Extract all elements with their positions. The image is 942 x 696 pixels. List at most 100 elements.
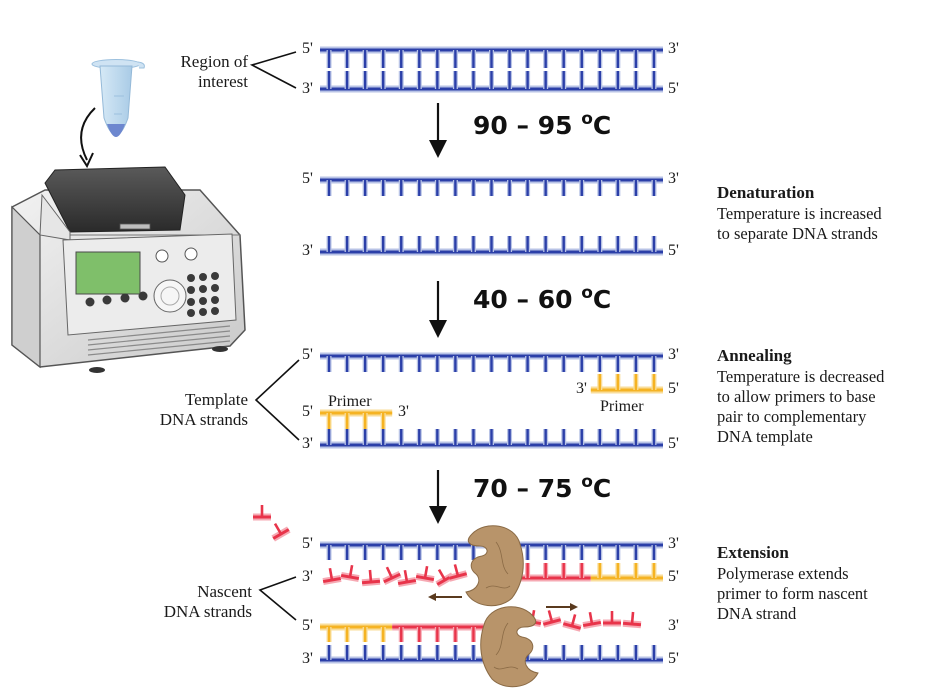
three-prime-label: 3' (668, 346, 679, 363)
nucleotide-base (453, 564, 460, 577)
nucleotide-base (403, 569, 409, 583)
dna-denatured-strands (320, 176, 663, 256)
down-arrow-icon (429, 470, 447, 524)
step-arrows (429, 103, 447, 524)
three-prime-label: 3' (302, 242, 313, 259)
label-line: DNA strands (163, 602, 252, 621)
three-prime-label: 3' (576, 380, 587, 397)
label-line: Region of (180, 52, 248, 71)
polymerase-texture (485, 585, 511, 589)
label-line: Template (184, 390, 248, 409)
three-prime-label: 3' (668, 40, 679, 57)
step-line: to separate DNA strands (717, 224, 878, 243)
temp-range: 40 – 60 (473, 285, 582, 314)
three-prime-label: 3' (668, 170, 679, 187)
temperature-denaturation: 90 – 95 oC (473, 109, 612, 140)
step-line: Temperature is decreased (717, 367, 885, 386)
five-prime-label: 5' (668, 242, 679, 259)
nucleotide (622, 611, 642, 629)
nucleotide-base (423, 565, 429, 579)
nucleotide-base (348, 564, 354, 578)
five-prime-label: 5' (302, 535, 313, 552)
nucleotide (271, 522, 291, 542)
nucleotide-base (328, 567, 334, 581)
nucleotide-base (547, 610, 554, 623)
left-direction-arrow-icon (428, 593, 462, 601)
five-prime-label: 5' (668, 435, 679, 452)
right-direction-arrow-icon (546, 603, 578, 611)
nucleotide-base (588, 611, 594, 625)
degree-symbol: o (581, 472, 593, 492)
step-title: Denaturation (717, 183, 815, 202)
nucleotide-base (385, 566, 394, 579)
nucleotide-base (437, 568, 447, 581)
three-prime-label: 3' (668, 617, 679, 634)
step-title: Extension (717, 543, 789, 562)
nucleotide (382, 566, 402, 585)
nucleotide (361, 569, 381, 587)
polymerase-texture (493, 666, 519, 670)
temperature-extension: 70 – 75 oC (473, 472, 612, 503)
step-extension: Extension Polymerase extends primer to f… (717, 542, 868, 624)
nucleotide (415, 565, 435, 584)
label-line: interest (197, 72, 248, 91)
three-prime-label: 3' (302, 650, 313, 667)
label-line: DNA strands (159, 410, 248, 429)
temp-range: 70 – 75 (473, 474, 582, 503)
temp-unit: C (592, 474, 612, 503)
nucleotide (397, 569, 417, 588)
nucleotide (253, 505, 271, 521)
primer-label-right: Primer (600, 398, 644, 415)
five-prime-label: 5' (302, 40, 313, 57)
region-of-interest-label: Region of interest (160, 52, 248, 92)
nucleotide-base (630, 611, 635, 625)
direction-arrows (428, 593, 578, 611)
nucleotide (542, 610, 562, 628)
nascent-strands-label: Nascent DNA strands (140, 582, 252, 622)
step-title: Annealing (717, 346, 792, 365)
step-line: Polymerase extends (717, 564, 849, 583)
polymerase-texture (495, 541, 509, 575)
nucleotide (582, 611, 602, 630)
three-prime-label: 3' (302, 568, 313, 585)
temp-unit: C (592, 111, 612, 140)
degree-symbol: o (581, 283, 593, 303)
three-prime-label: 3' (302, 80, 313, 97)
five-prime-label: 5' (302, 170, 313, 187)
temp-unit: C (592, 285, 612, 314)
label-line: Nascent (197, 582, 252, 601)
nucleotide-base (570, 614, 577, 627)
nucleotide (603, 611, 621, 627)
dna-polymerase-icon (465, 525, 524, 607)
step-line: DNA strand (717, 604, 797, 623)
nucleotide-sugar (340, 573, 360, 581)
step-annealing: Annealing Temperature is decreased to al… (717, 345, 884, 447)
nucleotide (340, 564, 360, 583)
five-prime-label: 5' (668, 568, 679, 585)
nucleotide-base (273, 522, 283, 535)
step-line: primer to form nascent (717, 584, 868, 603)
nucleotide-sugar (415, 574, 435, 582)
polymerase-body (480, 606, 539, 688)
five-prime-label: 5' (668, 650, 679, 667)
step-line: Temperature is increased (717, 204, 882, 223)
polymerase-layer (465, 525, 539, 688)
five-prime-label: 5' (302, 403, 313, 420)
nucleotide-base (368, 569, 373, 583)
polymerase-body (465, 525, 524, 607)
curved-arrow-icon (79, 107, 96, 169)
template-strands-label: Template DNA strands (140, 390, 248, 430)
microcentrifuge-tube-icon (91, 59, 145, 137)
primer-label-left: Primer (328, 393, 372, 410)
five-prime-label: 5' (302, 346, 313, 363)
nucleotide (448, 564, 468, 582)
temperature-annealing: 40 – 60 oC (473, 283, 612, 314)
degree-symbol: o (581, 109, 593, 129)
dna-double-strand (320, 46, 663, 93)
bracket-lines (249, 51, 300, 621)
step-line: DNA template (717, 427, 813, 446)
five-prime-label: 5' (668, 380, 679, 397)
three-prime-label: 3' (302, 435, 313, 452)
dna-layer (253, 46, 663, 664)
step-denaturation: Denaturation Temperature is increased to… (717, 182, 882, 244)
